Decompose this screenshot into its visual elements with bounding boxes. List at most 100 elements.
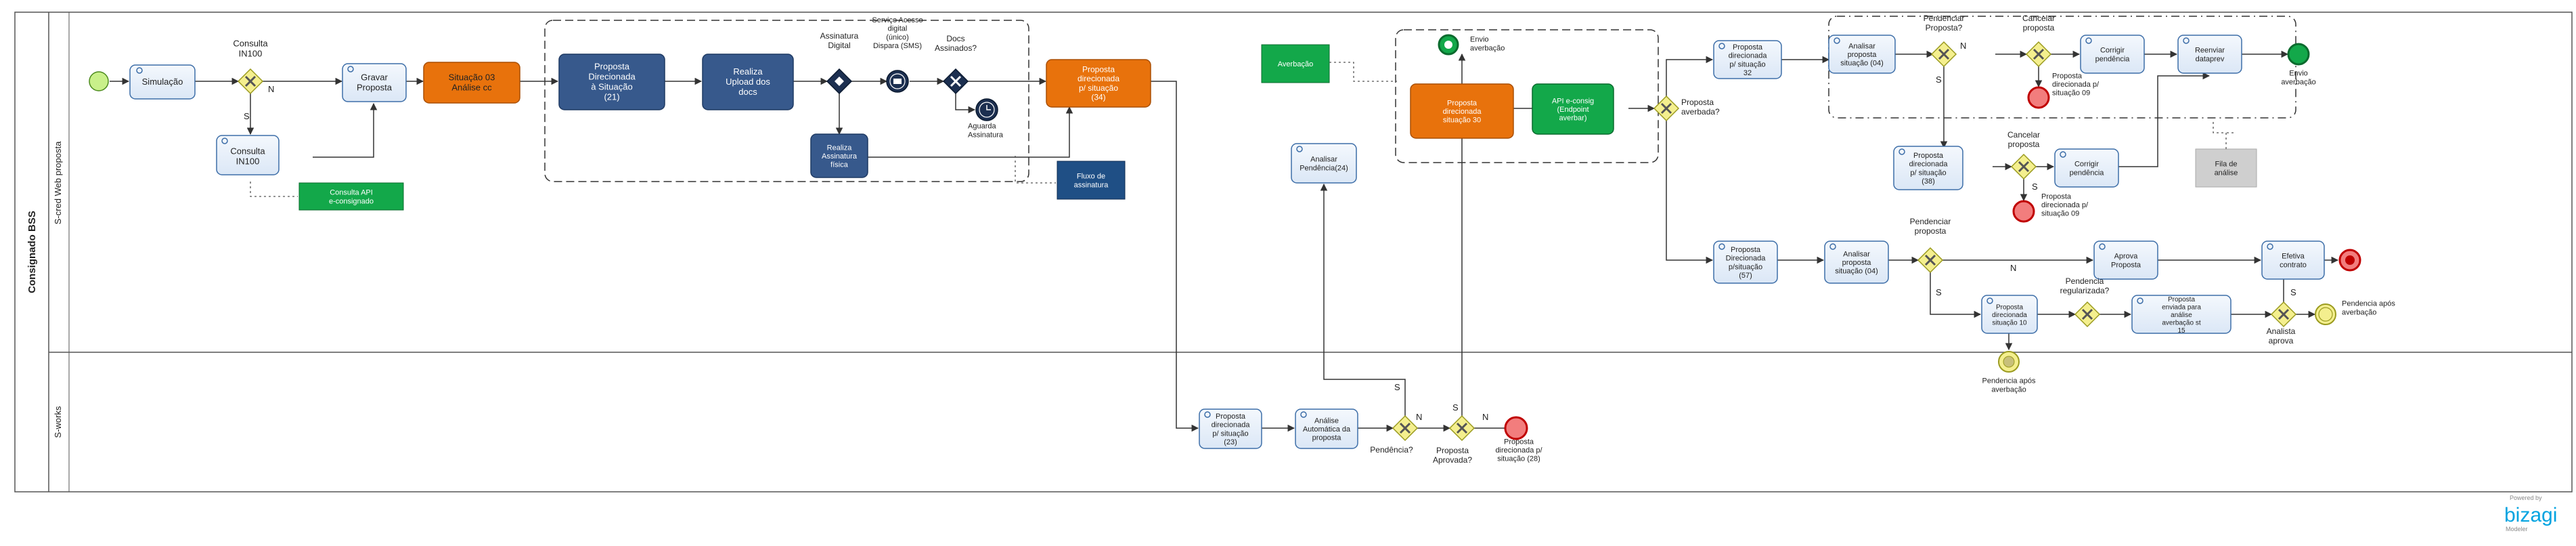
sequence-flows bbox=[110, 50, 2339, 432]
gateway-analista-aprova[interactable] bbox=[2270, 301, 2297, 328]
task-icons bbox=[136, 37, 2273, 418]
label-flow-n-pend: N bbox=[1416, 412, 1422, 422]
event-pendencia-apos-right[interactable] bbox=[2315, 303, 2336, 325]
gateway-cancelar-mid[interactable] bbox=[2010, 153, 2037, 180]
gateway-consulta-in100[interactable] bbox=[237, 68, 264, 95]
svg-text:Averbação: Averbação bbox=[1278, 60, 1313, 68]
event-end-efetiva[interactable] bbox=[2338, 249, 2361, 272]
gateway-docs-assinados[interactable] bbox=[942, 68, 969, 95]
gateway-pendenciar-bottom[interactable] bbox=[1917, 247, 1944, 274]
gateway-pendenciar-top[interactable] bbox=[1930, 41, 1957, 68]
label-flow-n-bot: N bbox=[2010, 263, 2016, 273]
event-envio-averbacao-right[interactable] bbox=[2287, 43, 2310, 66]
groups bbox=[544, 16, 2296, 182]
event-envio-averbacao-top[interactable] bbox=[1438, 34, 1459, 56]
label-flow-s-top: S bbox=[1936, 75, 1942, 85]
gateway-assinatura-digital[interactable] bbox=[826, 68, 853, 95]
label-flow-s-1: S bbox=[244, 111, 250, 121]
event-pendencia-apos-bottom[interactable] bbox=[1998, 351, 2020, 373]
start-event[interactable] bbox=[89, 71, 109, 91]
gateway-pendencia-regularizada[interactable] bbox=[2074, 301, 2101, 328]
artifact-averbacao[interactable]: Averbação bbox=[1261, 44, 1330, 83]
label-gw-pendencia: Pendência? bbox=[1370, 445, 1413, 455]
label-flow-n-aprov: N bbox=[1482, 412, 1488, 422]
svg-text:Simulação: Simulação bbox=[142, 77, 183, 87]
label-flow-s-aprov: S bbox=[1452, 402, 1459, 413]
gateway-proposta-averbada[interactable] bbox=[1653, 95, 1680, 122]
gateway-cancelar-top[interactable] bbox=[2025, 41, 2052, 68]
brand-name: bizagi bbox=[2504, 504, 2557, 526]
task-simulacao[interactable]: Simulação bbox=[129, 64, 196, 100]
event-proposta-28[interactable] bbox=[1504, 416, 1528, 440]
event-aguarda-assinatura[interactable] bbox=[975, 98, 998, 121]
pool-title: Consignado BSS bbox=[26, 211, 38, 293]
event-proposta-09-top[interactable] bbox=[2027, 86, 2050, 109]
gateway-proposta-aprovada[interactable] bbox=[1448, 415, 1475, 442]
event-proposta-09-mid[interactable] bbox=[2012, 200, 2035, 223]
gateway-pendencia[interactable] bbox=[1392, 415, 1419, 442]
brand-product: Modeler bbox=[2506, 526, 2528, 532]
event-servico-acesso[interactable] bbox=[886, 70, 909, 93]
